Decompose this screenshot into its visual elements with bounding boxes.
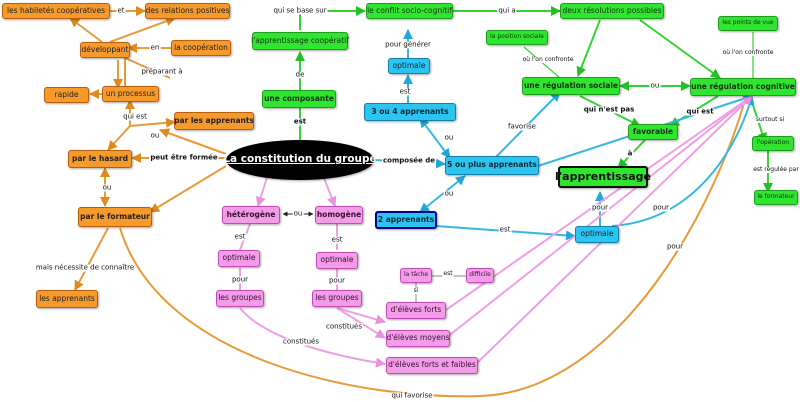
link-pour-het: pour [230,275,250,284]
link-ou-4: ou [443,189,455,198]
node-heterogene[interactable]: hétérogène [222,206,280,224]
node-conflit[interactable]: le conflit socio-cognitif [366,3,453,19]
node-optimale-bottom[interactable]: optimale [575,226,619,243]
link-de: de [294,70,306,79]
node-optimale-het[interactable]: optimale [218,250,260,267]
link-pour-3: pour [665,242,685,251]
node-eleves-moyens[interactable]: d'élèves moyens [386,330,450,347]
link-ou-on-confronte-2: où l'on confronte [721,49,775,56]
link-surtout-si: surtout si [754,116,786,123]
node-par-formateur[interactable]: par le formateur [78,207,152,227]
link-ou-on-confronte-1: où l'on confronte [521,56,575,63]
node-groupes-hom[interactable]: les groupes [312,290,362,307]
link-ou-6: ou [292,209,304,218]
link-est-bottom: est [498,225,512,234]
link-pour-generer: pour générer [384,40,432,49]
link-constitues-1: constitués [324,322,364,331]
link-est-hom: est [330,235,344,244]
link-qui-est-2: qui est [685,107,715,116]
node-eleves-forts-faibles[interactable]: d'élèves forts et faibles [386,357,478,374]
node-cinq-plus[interactable]: 5 ou plus apprenants [445,156,539,175]
node-eleves-forts[interactable]: d'élèves forts [386,302,446,319]
node-deux-resolutions[interactable]: deux résolutions possibles [560,3,664,19]
link-qui-nest-pas: qui n'est pas [582,105,636,114]
node-cooperation[interactable]: la coopération [171,40,231,56]
link-est-tache: est [442,270,454,277]
link-preparant: préparant à [140,67,184,76]
node-rapide[interactable]: rapide [44,87,89,103]
node-favorable[interactable]: favorable [628,124,678,140]
link-qui-est: qui est [122,112,148,121]
link-est-regulee-par: est régulée par [752,166,800,173]
node-apprentissage[interactable]: l'apprentissage [555,166,651,188]
link-qui-a: qui a [497,6,517,15]
node-homogene[interactable]: homogène [315,206,363,224]
link-si: si [412,287,420,294]
link-favorise: favorise [507,122,537,131]
link-en: en [149,43,161,52]
node-le-formateur[interactable]: le formateur [754,190,798,205]
link-constitues-2: constitués [281,337,321,346]
link-ou-3: ou [443,133,455,142]
link-ou-2: ou [101,183,113,192]
link-ou-5: ou [649,81,661,90]
node-developpant[interactable]: développant [80,42,130,58]
link-peut-etre-formee: peut être formée [149,153,219,162]
link-pour-2: pour [651,203,671,212]
link-est-het: est [233,232,247,241]
node-relations[interactable]: des relations positives [145,3,230,19]
link-pour-hom: pour [327,276,347,285]
node-points-de-vue[interactable]: les points de vue [718,16,778,31]
node-apprenants[interactable]: les apprenants [36,290,98,308]
node-regulation-sociale[interactable]: une régulation sociale [522,77,620,95]
node-optimale-hom[interactable]: optimale [316,252,358,269]
node-par-apprenants[interactable]: par les apprenants [174,112,254,130]
node-constitution-groupe[interactable]: La constitution du groupe [223,140,377,180]
node-tache[interactable]: la tâche [400,268,432,283]
node-operation[interactable]: l'opération [752,136,794,151]
link-est-blue: est [398,87,412,96]
node-position-sociale[interactable]: la position sociale [486,30,548,45]
link-pour-1: pour [590,203,610,212]
link-a: à [626,149,634,158]
node-par-hasard[interactable]: par le hasard [68,150,132,168]
link-et: et [116,6,126,15]
node-difficile[interactable]: difficile [466,268,494,283]
link-mais-necessite: mais nécessite de connaître [34,263,136,272]
link-ou-1: ou [149,131,161,140]
node-composante[interactable]: une composante [262,90,336,108]
node-groupes-het[interactable]: les groupes [216,290,264,307]
node-habiletes[interactable]: les habiletés coopératives [2,3,110,19]
node-optimale-top[interactable]: optimale [388,58,430,74]
link-qui-favorise: qui favorise [390,391,434,400]
link-qui-se-base-sur: qui se base sur [272,6,328,15]
link-est-composante: est [292,117,308,126]
node-apprentissage-cooperatif[interactable]: l'apprentissage coopératif [251,32,349,50]
node-deux-apprenants[interactable]: 2 apprenants [375,211,437,229]
node-regulation-cognitive[interactable]: une régulation cognitive [690,78,796,96]
link-composee-de: composée de [382,156,436,165]
node-processus[interactable]: un processus [102,86,159,102]
node-trois-quatre[interactable]: 3 ou 4 apprenants [364,103,456,121]
